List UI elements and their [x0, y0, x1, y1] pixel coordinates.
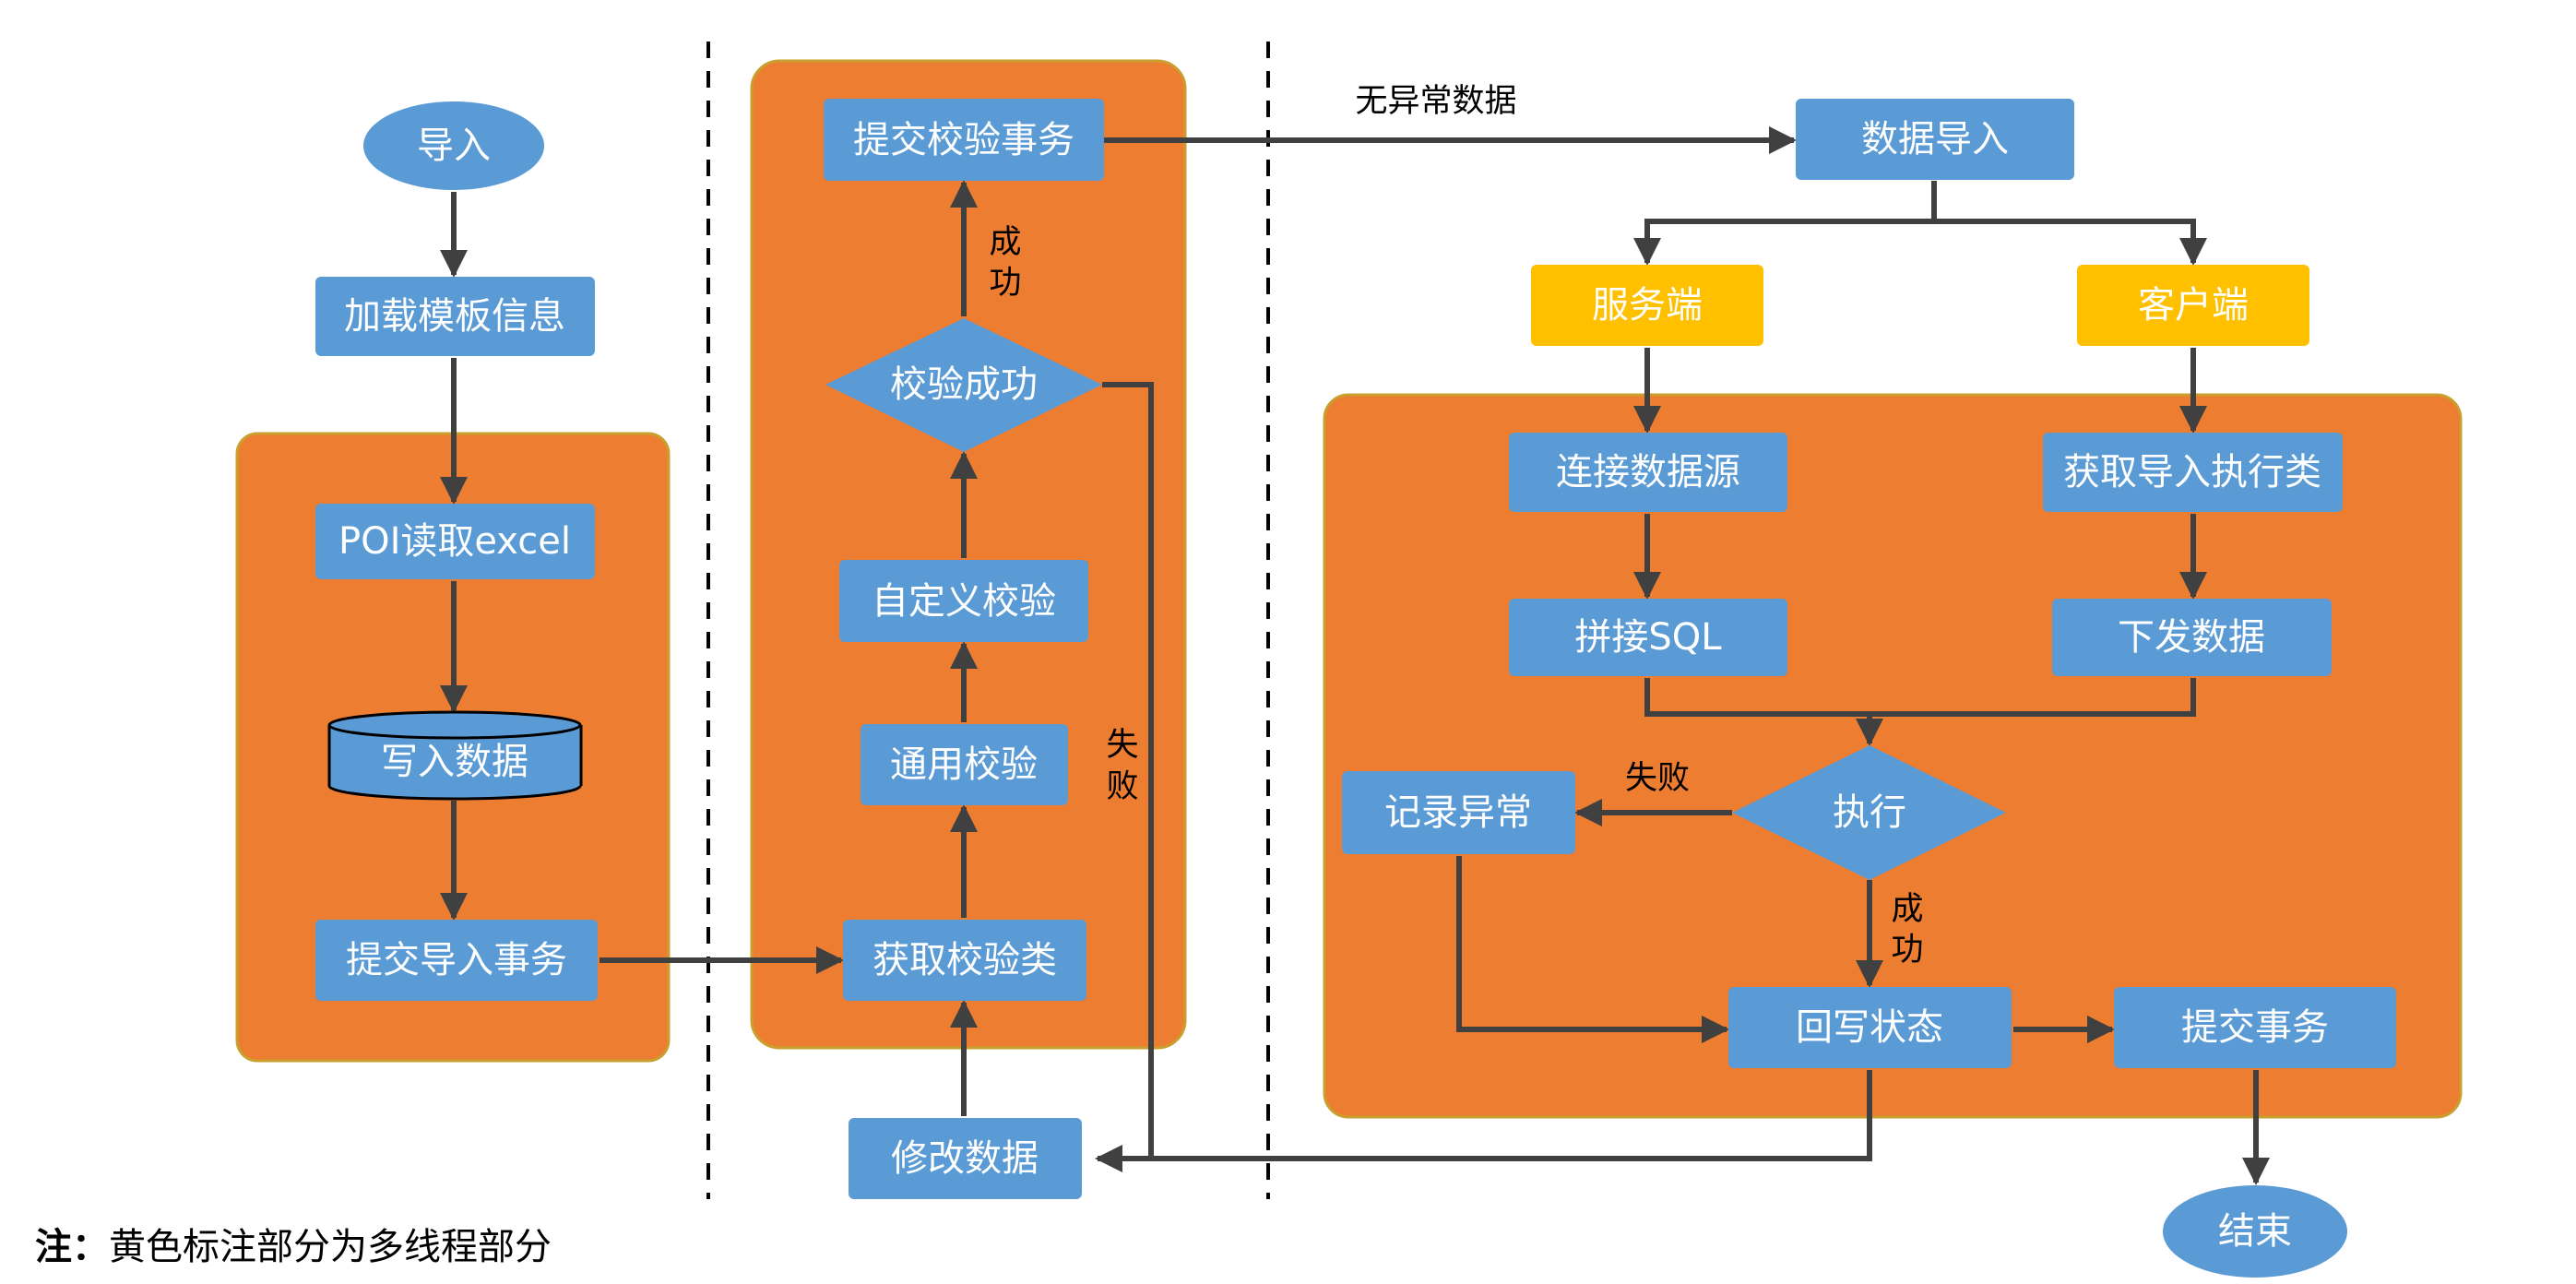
footnote-prefix: 注：	[35, 1226, 109, 1268]
label-success-2a: 成	[1891, 891, 1923, 928]
submit-tx-node: 提交事务	[2181, 1006, 2329, 1049]
submit-import-tx-node-shape	[315, 920, 598, 1001]
send-data-node: 下发数据	[2118, 616, 2265, 659]
label-fail-1a: 失	[1106, 727, 1138, 764]
modify-data-node: 修改数据	[891, 1137, 1039, 1180]
server-node: 服务端	[1592, 284, 1703, 327]
end-node: 结束	[2218, 1210, 2292, 1253]
edge-send-execute	[1856, 678, 2196, 746]
submit-tx-node-shape	[2114, 987, 2396, 1068]
write-data-node-shape	[327, 710, 583, 801]
concat-sql-node: 拼接SQL	[1574, 616, 1722, 659]
get-validator-node: 获取校验类	[873, 939, 1057, 981]
label-success-1b: 功	[989, 265, 1021, 302]
concat-sql-node-shape	[1509, 599, 1787, 676]
poi-read-node-shape	[315, 504, 595, 579]
load-template-node: 加载模板信息	[344, 295, 565, 338]
edge-log-writeback	[1456, 856, 1729, 1043]
get-validator-node-shape	[843, 920, 1086, 1001]
submit-validate-tx-node: 提交校验事务	[853, 119, 1074, 161]
data-import-node-shape	[1796, 99, 2074, 180]
label-no-exception: 无异常数据	[1355, 83, 1516, 120]
group-panel-validate	[750, 59, 1187, 1050]
connect-ds-node: 连接数据源	[1556, 451, 1740, 493]
common-validate-node: 通用校验	[890, 743, 1038, 786]
get-exec-class-node-shape	[2043, 433, 2343, 512]
data-import-node: 数据导入	[1861, 118, 2009, 160]
connect-ds-node-shape	[1509, 433, 1787, 512]
group-panel-execute	[1323, 393, 2463, 1119]
connectors	[440, 126, 2270, 1185]
common-validate-node-shape	[861, 724, 1068, 805]
label-fail-2: 失败	[1625, 760, 1690, 797]
submit-import-tx-node: 提交导入事务	[346, 939, 567, 981]
edge-dataimport-server	[1633, 181, 1937, 266]
client-node: 客户端	[2138, 284, 2249, 327]
write-data-node: 写入数据	[381, 741, 528, 783]
validate-ok-node-shape	[825, 318, 1102, 452]
custom-validate-node: 自定义校验	[872, 580, 1056, 623]
server-node-shape	[1531, 265, 1763, 346]
import-node: 导入	[417, 125, 491, 167]
label-success-1a: 成	[989, 224, 1021, 261]
end-node-shape	[2163, 1185, 2347, 1278]
log-error-node-shape	[1342, 771, 1575, 854]
label-success-2b: 功	[1891, 932, 1923, 969]
write-back-node-shape	[1728, 987, 2012, 1068]
send-data-node-shape	[2052, 599, 2332, 676]
modify-data-node-shape	[849, 1118, 1082, 1199]
get-exec-class-node: 获取导入执行类	[2063, 451, 2321, 493]
submit-validate-tx-node-shape	[824, 99, 1104, 181]
validate-ok-node: 校验成功	[890, 363, 1038, 406]
import-node-shape	[363, 101, 544, 190]
footnote: 注：黄色标注部分为多线程部分	[35, 1226, 552, 1268]
label-fail-1b: 败	[1106, 768, 1138, 805]
edge-dataimport-client	[1934, 219, 2207, 266]
log-error-node: 记录异常	[1384, 791, 1532, 834]
client-node-shape	[2077, 265, 2309, 346]
footnote-text: 黄色标注部分为多线程部分	[109, 1226, 552, 1268]
write-back-node: 回写状态	[1796, 1006, 1943, 1049]
execute-node: 执行	[1833, 791, 1906, 834]
execute-node-shape	[1732, 745, 2006, 880]
load-template-node-shape	[315, 277, 595, 356]
poi-read-node: POI读取excel	[338, 520, 571, 563]
custom-validate-node-shape	[839, 560, 1088, 642]
edge-writeback-modify	[1098, 1070, 1872, 1161]
